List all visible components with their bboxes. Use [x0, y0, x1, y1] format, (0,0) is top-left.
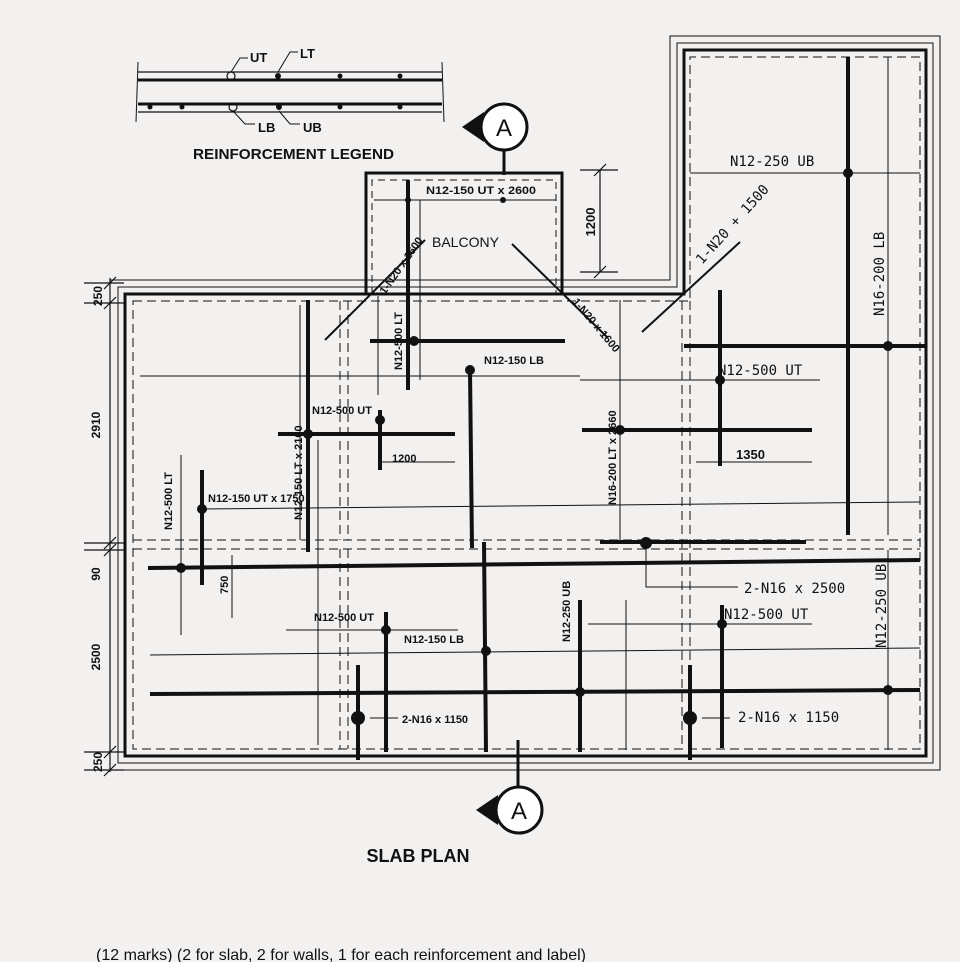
- balcony-outline: [364, 171, 564, 294]
- label-n16-1150-left: 2-N16 x 1150: [402, 714, 468, 726]
- label-n12-250-ub-right: N12-250 UB: [874, 564, 890, 648]
- label-balcony-ut: N12-150 UT x 2600: [426, 185, 536, 197]
- label-n12-500-lt-left: N12-500 LT: [163, 472, 175, 530]
- label-n12-250-ub-mid: N12-250 UB: [561, 581, 573, 642]
- dim-250-top: 250: [91, 286, 105, 306]
- reinforcement-legend: [135, 51, 445, 125]
- bar-dots: [176, 168, 893, 725]
- label-n16-2500: 2-N16 x 2500: [744, 581, 845, 597]
- dim-250-bottom: 250: [91, 752, 105, 772]
- label-n12-500-ut-left: N12-500 UT: [312, 405, 372, 417]
- label-n12-500-ut-low-right: N12-500 UT: [724, 607, 809, 623]
- legend-lb-label: LB: [258, 120, 275, 135]
- label-n16-1150-right: 2-N16 x 1150: [738, 710, 839, 726]
- label-n16-200-lb: N16-200 LB: [872, 232, 888, 316]
- label-n12-500-ut-right: N12-500 UT: [718, 363, 803, 379]
- drawing-title: SLAB PLAN: [367, 846, 470, 866]
- label-dim-1200-inner: 1200: [392, 453, 416, 465]
- section-marker-bottom-letter: A: [511, 798, 527, 825]
- dim-90: 90: [89, 567, 103, 581]
- legend-title: REINFORCEMENT LEGEND: [193, 146, 394, 163]
- label-balcony: BALCONY: [432, 234, 500, 250]
- label-n12-150-lb-low: N12-150 LB: [404, 634, 464, 646]
- left-dimension-chain: [84, 276, 124, 777]
- label-diag-right: 1-N20 x 1600: [570, 296, 622, 355]
- dim-2500: 2500: [89, 643, 103, 670]
- legend-lt-label: LT: [300, 46, 315, 61]
- label-n12-500-lt-balcony: N12-500 LT: [393, 312, 405, 370]
- label-n12-150-lt-2100: N12-150 LT x 2100: [293, 425, 305, 520]
- label-n12-500-ut-low-left: N12-500 UT: [314, 612, 374, 624]
- dim-1200-balcony: 1200: [583, 208, 598, 237]
- label-n12-150-ut-1750: N12-150 UT x 1750: [208, 493, 305, 505]
- label-dim-1350: 1350: [736, 447, 765, 462]
- label-dim-750: 750: [219, 576, 231, 594]
- label-diag-n20-1500: 1-N20 + 1500: [693, 182, 773, 268]
- dim-2910: 2910: [89, 411, 103, 438]
- internal-walls: [133, 293, 920, 749]
- legend-ut-label: UT: [250, 50, 267, 65]
- section-marker-top-letter: A: [496, 115, 512, 142]
- section-marker-bottom: [476, 740, 544, 835]
- legend-ub-label: UB: [303, 120, 322, 135]
- label-n12-150-lb-mid: N12-150 LB: [484, 355, 544, 367]
- footer-text: (12 marks) (2 for slab, 2 for walls, 1 f…: [96, 947, 586, 962]
- section-marker-top: [462, 102, 529, 175]
- balcony-depth-dimension: [580, 163, 618, 279]
- label-n16-200-lt-2660: N16-200 LT x 2660: [607, 410, 619, 505]
- label-n12-250-ub-top: N12-250 UB: [730, 154, 814, 170]
